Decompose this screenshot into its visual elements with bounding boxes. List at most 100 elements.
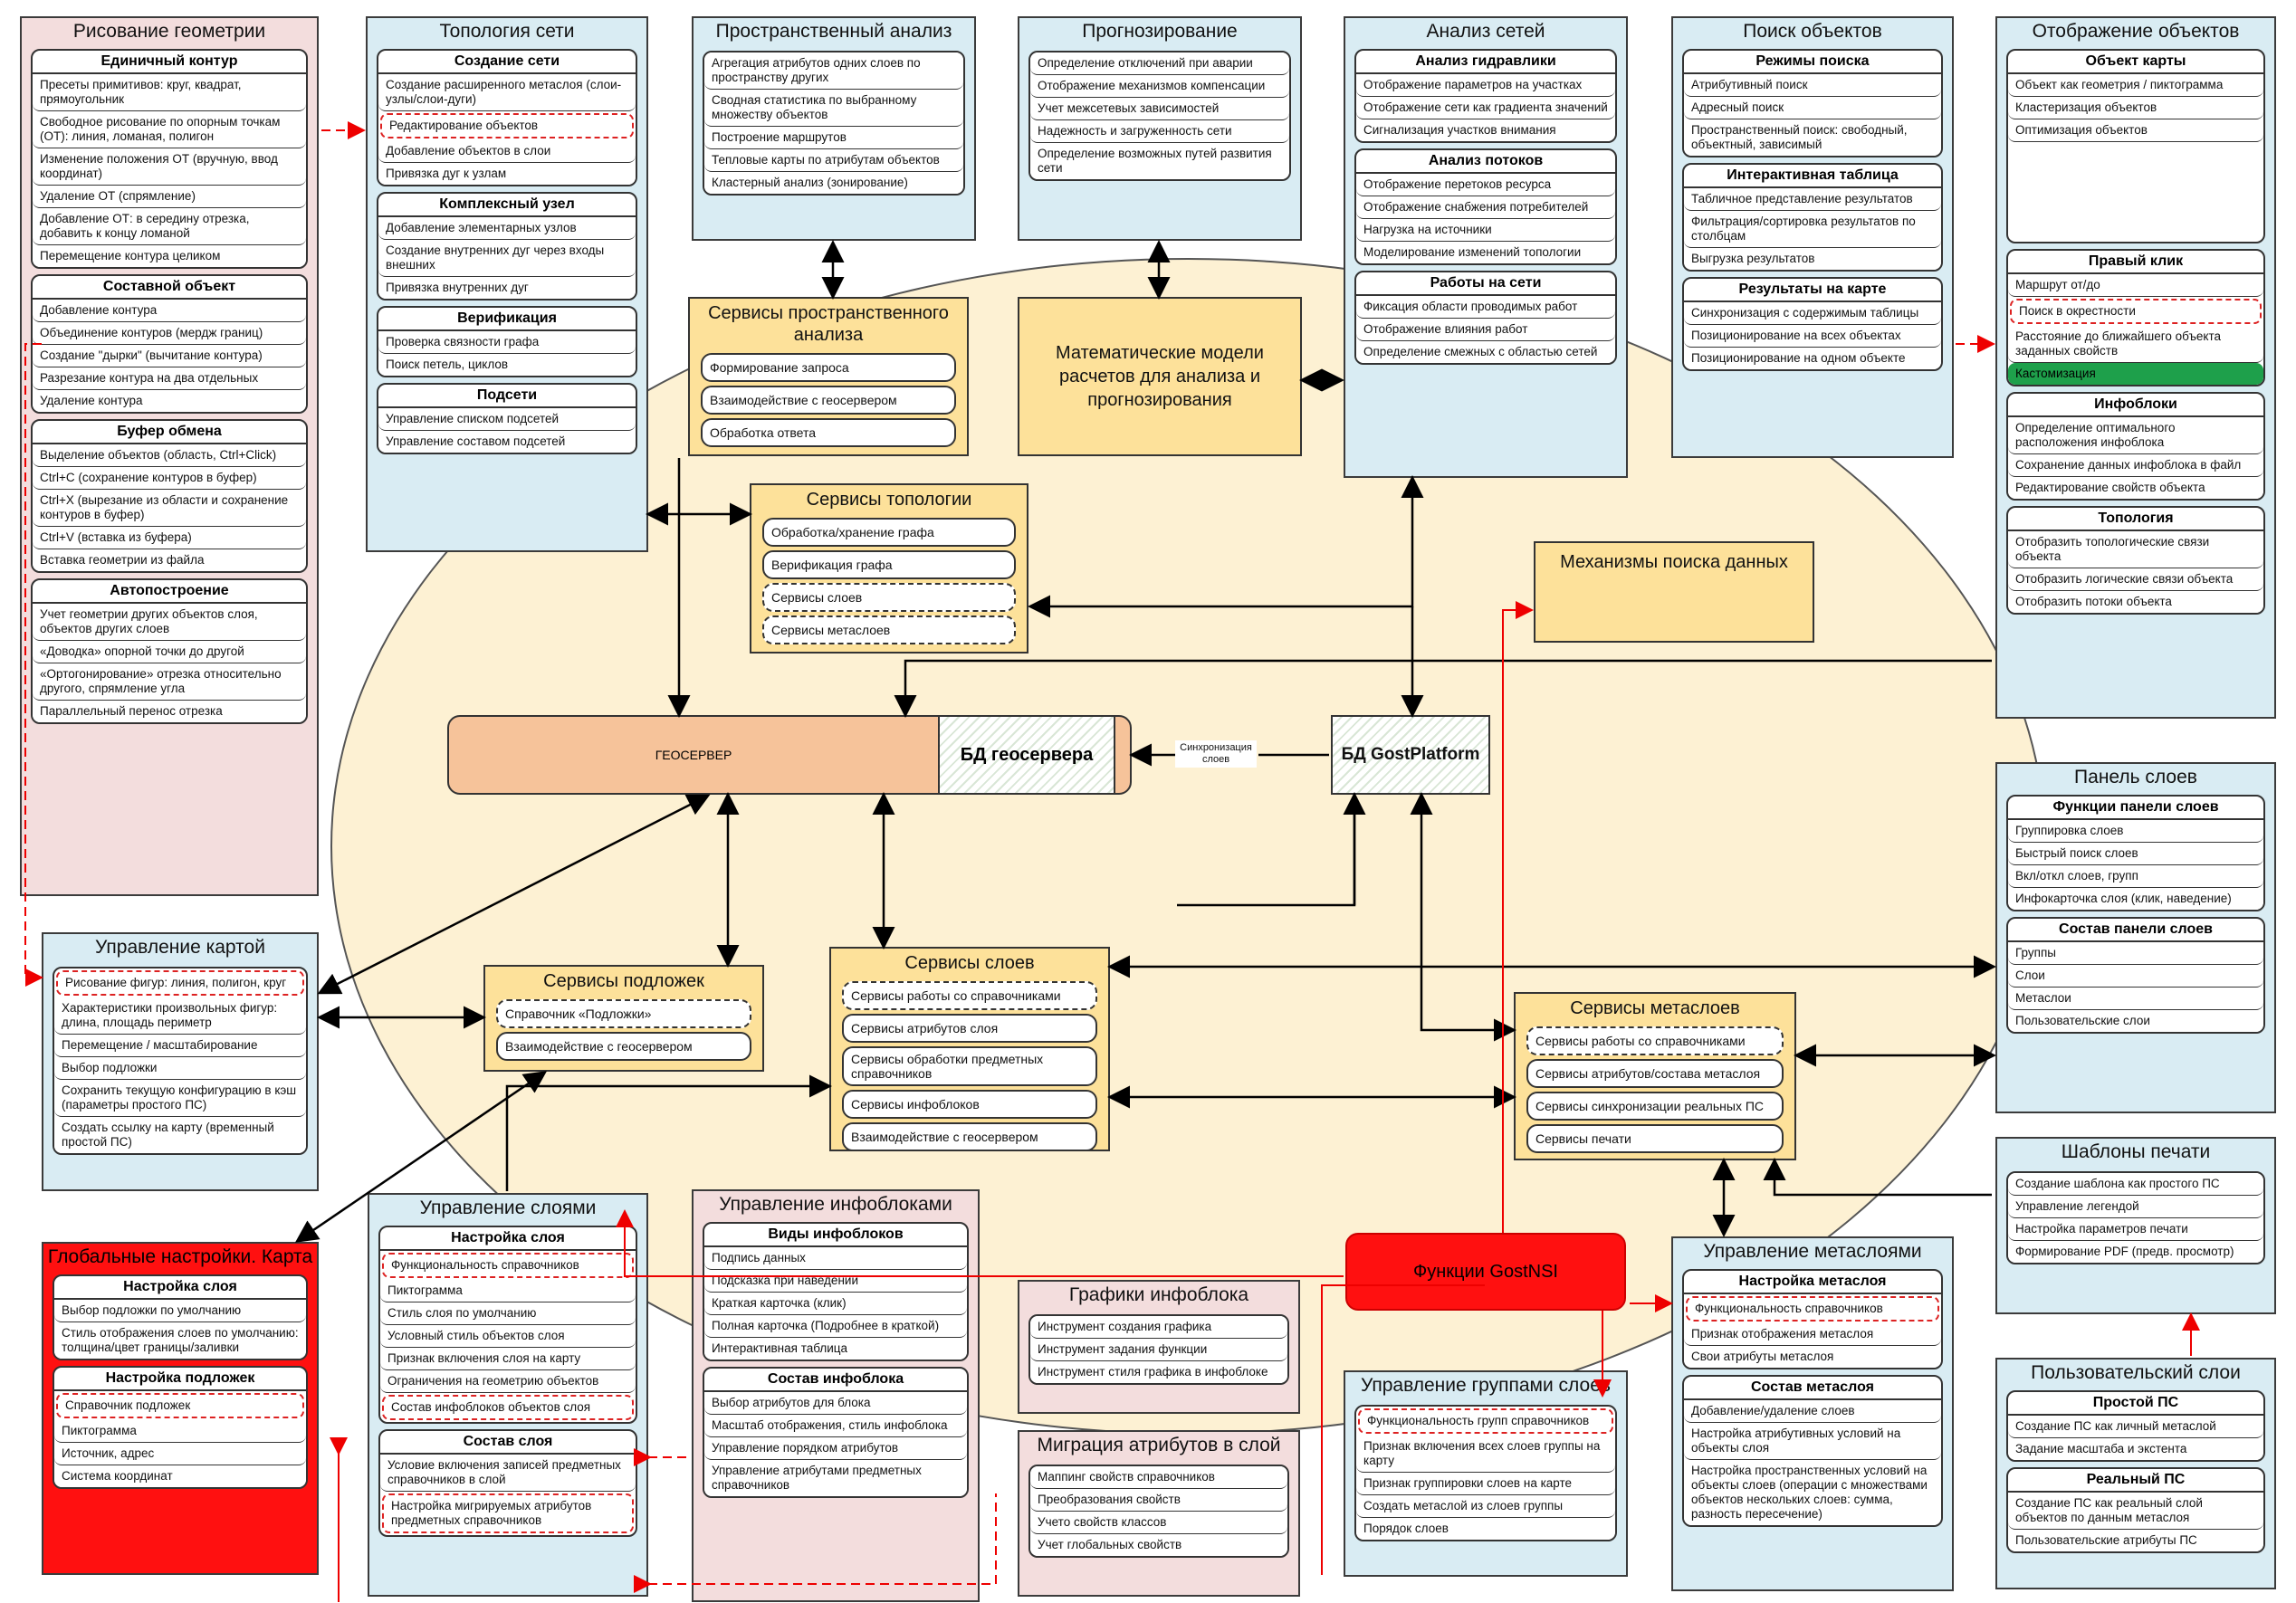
list-item: Настройка параметров печати [2008, 1218, 2263, 1241]
group-title: Состав панели слоев [2008, 919, 2263, 942]
list-item: Свободное рисование по опорным точкам (О… [33, 111, 306, 148]
list-item: Вставка геометрии из файла [33, 549, 306, 571]
sync-label: Синхронизация слоев [1175, 740, 1257, 768]
list-item: Отображение механизмов компенсации [1030, 75, 1289, 98]
list-item: Изменение положения ОТ (вручную, ввод ко… [33, 148, 306, 186]
list-item: Добавление контура [33, 300, 306, 322]
list-item: Система координат [54, 1465, 306, 1487]
panel-title: Управление метаслоями [1703, 1241, 1922, 1262]
list-item: Определение оптимального расположения ин… [2008, 417, 2263, 454]
list-item: Отображение перетоков ресурса [1356, 174, 1615, 196]
list-item: Объединение контуров (мердж границ) [33, 322, 306, 345]
list-item: Быстрый поиск слоев [2008, 843, 2263, 865]
group-title: Топология [2008, 508, 2263, 531]
list-item: Отображение параметров на участках [1356, 74, 1615, 97]
list-item: Ctrl+C (сохранение контуров в буфер) [33, 467, 306, 490]
list-item: Позиционирование на всех объектах [1684, 325, 1941, 348]
list-item: Определение смежных с областью сетей [1356, 341, 1615, 363]
group-title: Буфер обмена [33, 421, 306, 444]
panel-title: Графики инфоблока [1068, 1284, 1249, 1305]
service-item: Взаимодействие с геосервером [496, 1032, 751, 1061]
gostplatform-label: БД GostPlatform [1341, 745, 1480, 764]
panel-title: Управление картой [95, 937, 265, 958]
list-item: Адресный поиск [1684, 97, 1941, 119]
list-item: Управление списком подсетей [378, 408, 636, 431]
group-title: Состав метаслоя [1684, 1377, 1941, 1400]
service-item: Сервисы синхронизации реальных ПС [1526, 1092, 1784, 1121]
list-item: Привязка дуг к узлам [378, 163, 636, 185]
list-item: Выбор подложки [54, 1057, 306, 1080]
list-item: Перемещение контура целиком [33, 245, 306, 267]
list-item: Поиск в окрестности [2010, 299, 2262, 324]
list-item: Учето свойств классов [1030, 1512, 1287, 1534]
list-item: Удаление ОТ (спрямление) [33, 186, 306, 208]
list-item: Подпись данных [704, 1247, 967, 1270]
group-title: Инфоблоки [2008, 394, 2263, 417]
list-item: Пиктограмма [54, 1420, 306, 1443]
list-item: Моделирование изменений топологии [1356, 242, 1615, 263]
panel-title: Панель слоев [2074, 767, 2197, 787]
gostplatform-db: БД GostPlatform [1331, 715, 1490, 795]
list-item: Инструмент задания функции [1030, 1339, 1287, 1361]
list-item: Добавление объектов в слои [378, 140, 636, 163]
panel-title: Прогнозирование [1082, 21, 1238, 42]
list-item: Выбор подложки по умолчанию [54, 1300, 306, 1322]
list-item: Краткая карточка (клик) [704, 1293, 967, 1315]
panel-title: Пространственный анализ [715, 21, 952, 42]
group-title: Верификация [378, 308, 636, 331]
service-item: Обработка/хранение графа [762, 518, 1016, 547]
list-item: Выгрузка результатов [1684, 248, 1941, 270]
list-item: Надежность и загруженность сети [1030, 120, 1289, 143]
list-item: Нагрузка на источники [1356, 219, 1615, 242]
list-item: Табличное представление результатов [1684, 188, 1941, 211]
list-item: Поиск петель, циклов [378, 354, 636, 376]
list-item: Создание "дырки" (вычитание контура) [33, 345, 306, 367]
group-title: Составной объект [33, 276, 306, 300]
service-item: Справочник «Подложки» [496, 999, 751, 1028]
service-item: Взаимодействие с геосервером [842, 1122, 1097, 1151]
group-title: Режимы поиска [1684, 51, 1941, 74]
list-item: Порядок слоев [1356, 1518, 1615, 1540]
group-title: Функции панели слоев [2008, 797, 2263, 820]
list-item: Справочник подложек [56, 1393, 304, 1418]
list-item: Пространственный поиск: свободный, объек… [1684, 119, 1941, 156]
list-item: Редактирование свойств объекта [2008, 477, 2263, 499]
list-item: Стиль отображения слоев по умолчанию: то… [54, 1322, 306, 1359]
list-item: Признак включения слоя на карту [380, 1348, 636, 1370]
group-title: Подсети [378, 385, 636, 408]
group-title: Анализ потоков [1356, 150, 1615, 174]
list-item: Кластерный анализ (зонирование) [704, 172, 963, 194]
list-item: Инструмент стиля графика в инфоблоке [1030, 1361, 1287, 1383]
list-item: Сигнализация участков внимания [1356, 119, 1615, 141]
group-title: Настройка подложек [54, 1368, 306, 1391]
panel-title: Управление слоями [419, 1197, 597, 1218]
list-item: Ctrl+V (вставка из буфера) [33, 527, 306, 549]
group-title: Единичный контур [33, 51, 306, 74]
item-list: Агрегация атрибутов одних слоев по прост… [703, 51, 965, 196]
list-item: Перемещение / масштабирование [54, 1035, 306, 1057]
list-item: Инфокарточка слоя (клик, наведение) [2008, 888, 2263, 910]
panel-title: Пользовательский слои [2031, 1362, 2241, 1383]
service-title: Сервисы топологии [806, 490, 972, 510]
